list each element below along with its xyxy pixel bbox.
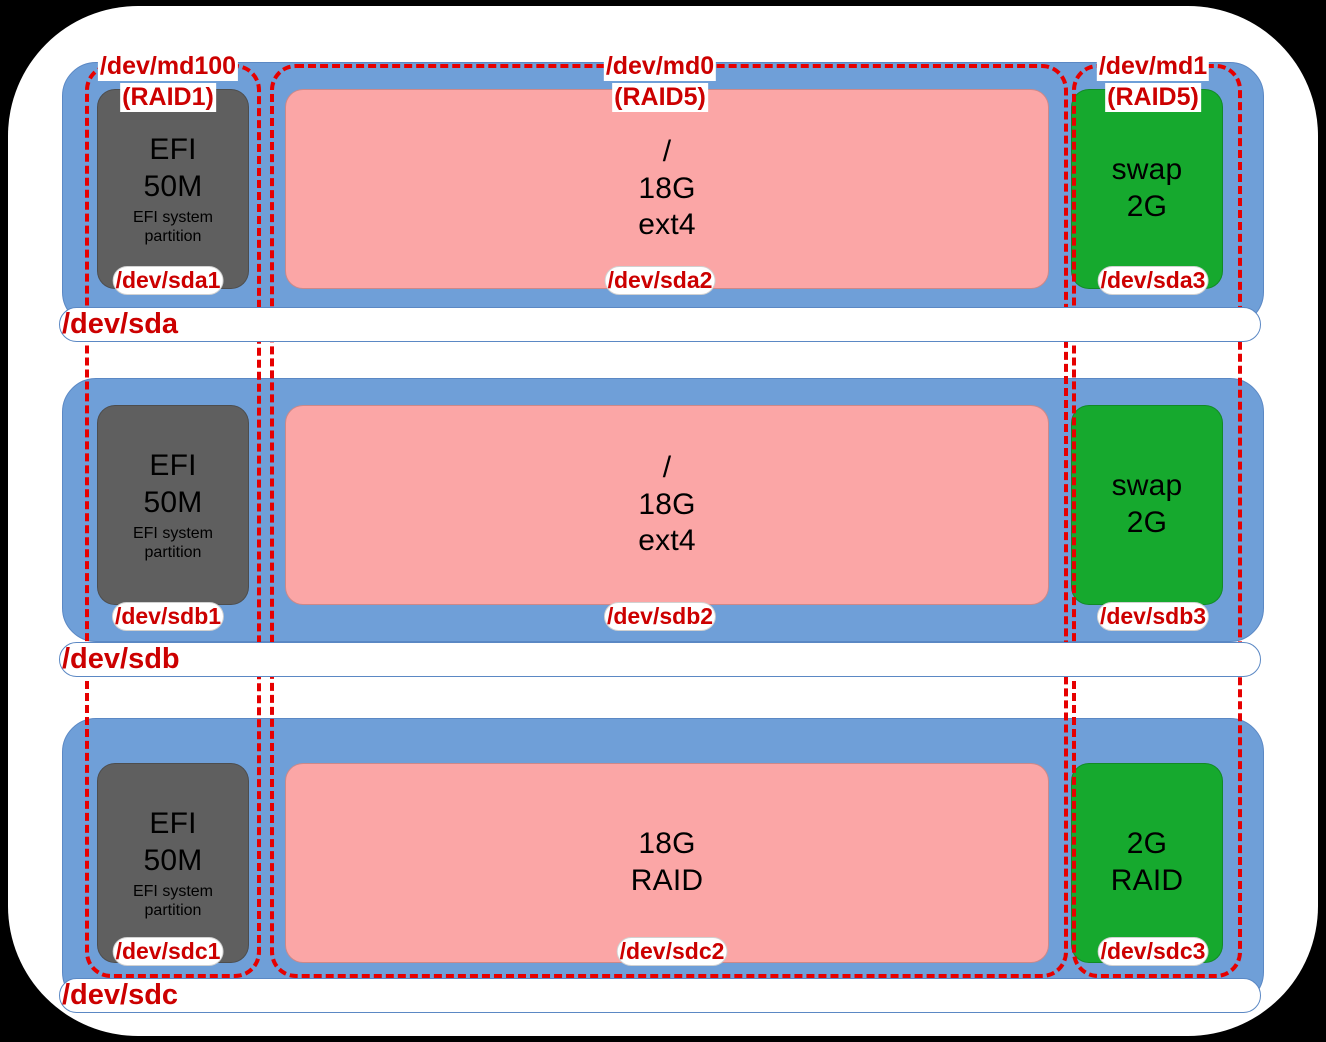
partition-device-label-sda1: /dev/sda1 <box>112 266 224 295</box>
partition-role: RAID <box>630 864 704 897</box>
raid-array-level-md1: (RAID5) <box>1105 83 1201 112</box>
raid-array-name-md1: /dev/md1 <box>1096 52 1210 81</box>
partition-mountpoint: swap <box>1111 469 1183 503</box>
disk-device-label-sdb: /dev/sdb <box>59 642 1261 677</box>
partition-sdb3[interactable]: swap 2G <box>1071 405 1223 605</box>
partition-size: 18G <box>638 827 696 861</box>
partition-size: 2G <box>1126 190 1168 223</box>
partition-device-label-sdc1: /dev/sdc1 <box>112 937 224 966</box>
partition-mountpoint: swap <box>1111 153 1183 187</box>
partition-sdc2[interactable]: 18G RAID <box>285 763 1049 963</box>
partition-size: 50M <box>143 485 203 519</box>
partition-device-label-sdb3: /dev/sdb3 <box>1096 602 1210 631</box>
partition-size: 2G <box>1126 506 1168 539</box>
partition-sdc3[interactable]: 2G RAID <box>1071 763 1223 963</box>
partition-device-label-sdb2: /dev/sdb2 <box>603 602 717 631</box>
partition-device-label-sdc2: /dev/sdc2 <box>616 937 728 966</box>
partition-size: 18G <box>638 171 696 205</box>
partition-role: RAID <box>1110 864 1184 897</box>
partition-mountpoint: / <box>662 451 672 485</box>
partition-device-label-sdb1: /dev/sdb1 <box>111 602 225 631</box>
partition-label-line: EFI <box>149 807 197 841</box>
partition-filesystem: ext4 <box>638 208 696 242</box>
partition-device-label-sda3: /dev/sda3 <box>1097 266 1209 295</box>
partition-size: 50M <box>143 169 203 203</box>
raid-array-name-md100: /dev/md100 <box>97 52 239 81</box>
partition-label-line: EFI <box>149 449 197 483</box>
partition-size: 18G <box>638 487 696 521</box>
partition-filesystem: ext4 <box>638 524 696 558</box>
raid-array-name-md0: /dev/md0 <box>603 52 717 81</box>
partition-mountpoint: / <box>662 135 672 169</box>
partition-device-label-sdc3: /dev/sdc3 <box>1097 937 1209 966</box>
partition-sda3[interactable]: swap 2G <box>1071 89 1223 289</box>
partition-sda2[interactable]: / 18G ext4 <box>285 89 1049 289</box>
disk-device-label-sdc: /dev/sdc <box>59 978 1261 1013</box>
raid-array-level-md0: (RAID5) <box>612 83 708 112</box>
raid-array-level-md100: (RAID1) <box>120 83 216 112</box>
disk-device-label-sda: /dev/sda <box>59 307 1261 342</box>
partition-device-label-sda2: /dev/sda2 <box>604 266 716 295</box>
partition-size: 2G <box>1126 827 1168 861</box>
partition-sdb2[interactable]: / 18G ext4 <box>285 405 1049 605</box>
partition-label-line: EFI <box>149 133 197 167</box>
partition-size: 50M <box>143 843 203 877</box>
